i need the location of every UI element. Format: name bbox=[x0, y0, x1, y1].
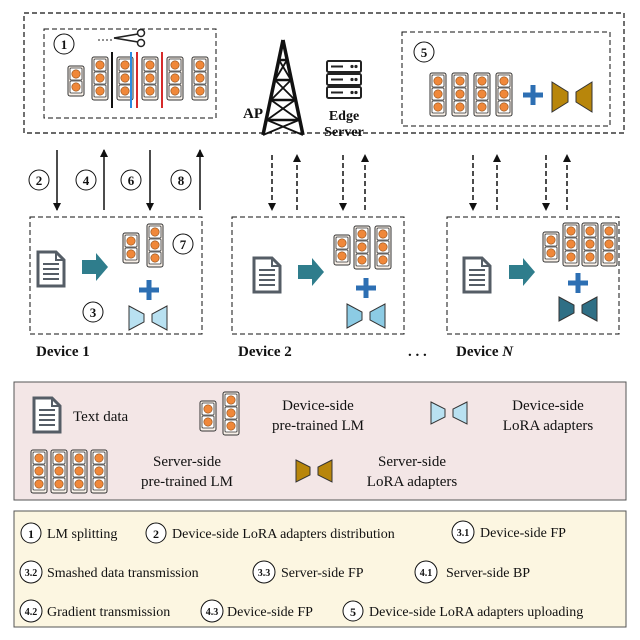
legend-device-lora-1: Device-side bbox=[512, 398, 584, 414]
arrow-badge-6: 6 bbox=[128, 173, 135, 188]
legend-device-lora bbox=[430, 401, 468, 425]
legend-device-lm-1: Device-side bbox=[282, 398, 354, 414]
scissors-icon bbox=[98, 28, 146, 48]
server-lora-adapter bbox=[551, 81, 593, 113]
deviceN-arrows bbox=[469, 154, 571, 211]
svg-text:5: 5 bbox=[350, 605, 356, 619]
legend-server-lora-2: LoRA adapters bbox=[367, 474, 458, 490]
plus-icon bbox=[568, 273, 588, 293]
device-2-label: Device 2 bbox=[238, 344, 292, 360]
step-badge-5-text: 5 bbox=[421, 45, 428, 60]
step-2: 2 Device-side LoRA adapters distribution bbox=[145, 522, 395, 544]
edge-label-2: Server bbox=[324, 125, 364, 140]
legend-device-lm-2: pre-trained LM bbox=[272, 418, 364, 434]
legend-server-lora bbox=[295, 459, 333, 483]
step-4-1: 4.1 Server-side BP bbox=[414, 560, 530, 584]
device-lm-blocks bbox=[543, 223, 617, 266]
device-lm-blocks bbox=[334, 226, 391, 269]
steps-box bbox=[13, 510, 627, 628]
device2-arrows bbox=[268, 154, 369, 211]
svg-text:Device-side LoRA adapters uplo: Device-side LoRA adapters uploading bbox=[369, 605, 583, 620]
text-document-icon bbox=[32, 396, 62, 434]
svg-text:3.2: 3.2 bbox=[25, 568, 38, 579]
device-lora-adapter bbox=[346, 303, 386, 329]
legend-device-lora-2: LoRA adapters bbox=[503, 418, 594, 434]
device-lora-adapter bbox=[558, 296, 598, 322]
ap-label: AP bbox=[243, 106, 263, 122]
svg-text:Gradient transmission: Gradient transmission bbox=[47, 605, 170, 620]
legend-server-lm-2: pre-trained LM bbox=[141, 474, 233, 490]
svg-text:LM splitting: LM splitting bbox=[47, 527, 117, 542]
svg-text:Smashed data transmission: Smashed data transmission bbox=[47, 566, 199, 581]
split-cut-lines bbox=[111, 52, 163, 108]
server-panel bbox=[23, 12, 625, 134]
svg-text:3.1: 3.1 bbox=[457, 528, 470, 539]
step-badge-3 bbox=[82, 301, 104, 323]
svg-text:Server-side FP: Server-side FP bbox=[281, 566, 364, 581]
step-1: 1 LM splitting bbox=[20, 522, 117, 544]
device-1-label: Device 1 bbox=[36, 344, 90, 360]
step-3-1: 3.1 Device-side FP bbox=[451, 520, 566, 544]
arrow-badges: 2 4 6 8 bbox=[28, 169, 192, 191]
legend-server-lm-1: Server-side bbox=[153, 454, 221, 470]
step-5: 5 Device-side LoRA adapters uploading bbox=[342, 600, 583, 622]
plus-icon bbox=[523, 85, 543, 105]
step-4-3: 4.3 Device-side FP bbox=[200, 599, 313, 623]
svg-text:Device-side FP: Device-side FP bbox=[480, 526, 566, 541]
legend-text-data: Text data bbox=[73, 409, 129, 425]
step-4-2: 4.2 Gradient transmission bbox=[19, 599, 170, 623]
forward-arrow-icon bbox=[82, 253, 108, 281]
arrow-badge-8: 8 bbox=[178, 173, 185, 188]
server-rack-icon bbox=[326, 60, 362, 99]
device-lora-adapter bbox=[128, 305, 168, 331]
antenna-tower-icon bbox=[261, 39, 305, 136]
arrow-badge-2: 2 bbox=[36, 173, 43, 188]
server-lm-blocks bbox=[430, 73, 512, 116]
step-badge-1-text: 1 bbox=[61, 37, 68, 52]
device-n-label: Device N bbox=[456, 344, 514, 360]
forward-arrow-icon bbox=[509, 258, 535, 286]
step-badge-5 bbox=[413, 41, 435, 63]
step-badge-7-text: 7 bbox=[180, 237, 187, 252]
text-document-icon bbox=[252, 256, 282, 294]
forward-arrow-icon bbox=[298, 258, 324, 286]
svg-text:4.2: 4.2 bbox=[25, 607, 38, 618]
legend-server-lora-1: Server-side bbox=[378, 454, 446, 470]
device1-arrows bbox=[53, 149, 204, 211]
svg-text:4.1: 4.1 bbox=[420, 568, 433, 579]
edge-label-1: Edge bbox=[329, 109, 359, 124]
arrow-badge-4: 4 bbox=[83, 173, 90, 188]
svg-text:Device-side FP: Device-side FP bbox=[227, 605, 313, 620]
svg-text:Server-side BP: Server-side BP bbox=[446, 566, 530, 581]
svg-text:1: 1 bbox=[28, 527, 34, 541]
svg-text:Device-side LoRA adapters dist: Device-side LoRA adapters distribution bbox=[172, 527, 395, 542]
device-lm-blocks bbox=[123, 224, 163, 267]
legend-box bbox=[13, 381, 627, 501]
svg-text:4.3: 4.3 bbox=[206, 607, 219, 618]
step-badge-7 bbox=[172, 233, 194, 255]
lm-splitting-box bbox=[43, 28, 217, 119]
svg-text:2: 2 bbox=[153, 527, 159, 541]
step-badge-1 bbox=[53, 33, 75, 55]
aggregation-box bbox=[401, 31, 611, 127]
ellipsis: . . . bbox=[408, 344, 427, 360]
text-document-icon bbox=[36, 250, 66, 288]
step-3-3: 3.3 Server-side FP bbox=[252, 560, 364, 584]
text-document-icon bbox=[462, 256, 492, 294]
svg-text:3.3: 3.3 bbox=[258, 568, 271, 579]
plus-icon bbox=[356, 278, 376, 298]
plus-icon bbox=[139, 280, 159, 300]
step-badge-3-text: 3 bbox=[90, 305, 97, 320]
step-3-2: 3.2 Smashed data transmission bbox=[19, 560, 199, 584]
